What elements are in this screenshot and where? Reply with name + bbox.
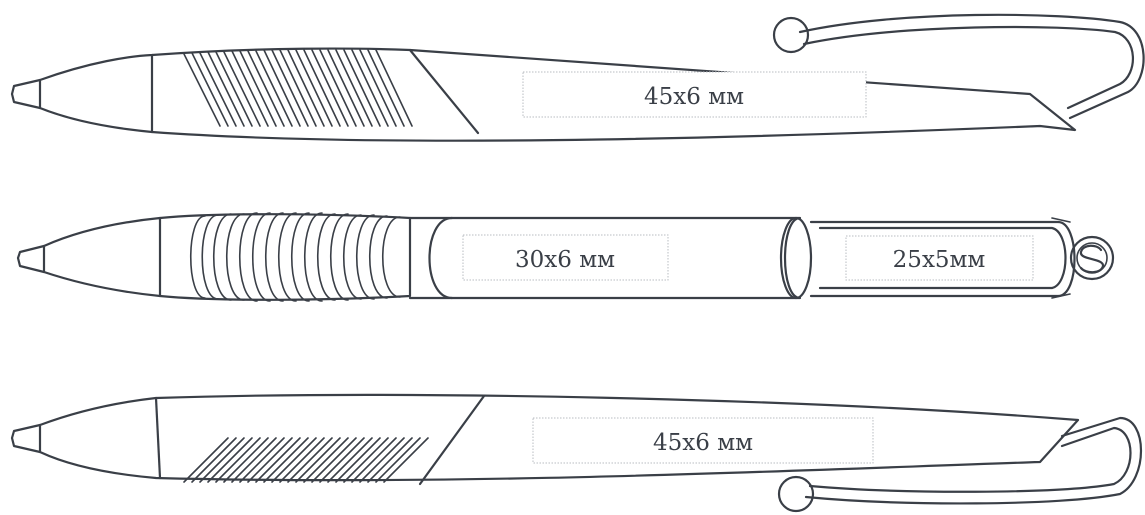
pen-2-clip-print-area: 25x5мм [845, 235, 1034, 281]
brand-logo-icon [1069, 235, 1115, 281]
pen-1: 45x6 мм [10, 13, 1145, 142]
pen-2-clip-print-area-label: 25x5мм [893, 247, 986, 273]
pen-2-grip-rings [190, 212, 401, 302]
pen-3-clip [777, 416, 1143, 513]
pen-2-tip [16, 244, 46, 274]
pen-2: 30x6 мм 25x5мм [16, 212, 1115, 302]
pen-3-tip [10, 423, 42, 454]
pen-1-print-area: 45x6 мм [522, 71, 867, 118]
pen-1-print-area-label: 45x6 мм [644, 84, 744, 110]
pen-2-grip [158, 213, 412, 301]
pen-3-body [38, 393, 1080, 482]
pen-1-clip [772, 13, 1145, 120]
pen-1-tip [10, 78, 42, 110]
pen-2-barrel-print-area-label: 30x6 мм [515, 247, 615, 273]
pen-2-barrel-print-area: 30x6 мм [462, 234, 669, 281]
pen-3-print-area: 45x6 мм [532, 417, 874, 464]
pen-3-grip-ribs [183, 437, 429, 483]
pen-3: 45x6 мм [10, 393, 1143, 513]
pen-1-grip-ribs [183, 49, 413, 127]
pen-3-print-area-label: 45x6 мм [653, 430, 753, 456]
pen-2-clip [779, 216, 1076, 300]
pen-2-nose [42, 216, 162, 298]
